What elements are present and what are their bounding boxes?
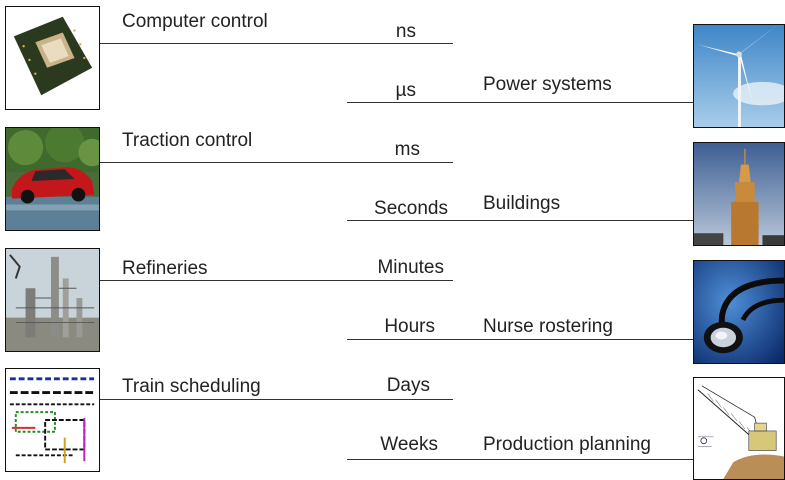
right-line-nurse-rostering [347,339,693,340]
wind-turbine-photo [693,24,785,128]
left-line-computer-control [100,43,453,44]
time-scale-seconds: Seconds [374,198,448,219]
left-line-traction-control [100,162,453,163]
time-scale-us: µs [395,80,416,101]
time-scale-weeks: Weeks [380,434,438,455]
right-label-nurse-rostering: Nurse rostering [483,316,613,337]
right-line-power-systems [347,102,693,103]
time-scale-ms: ms [394,139,420,160]
mining-machine-photo [693,377,785,480]
red-car-photo [5,127,100,231]
time-scale-minutes: Minutes [377,257,444,278]
left-label-traction-control: Traction control [122,130,253,151]
refinery-photo [5,248,100,352]
left-line-train-scheduling [100,399,453,400]
skyscraper-photo [693,142,785,246]
cpu-chip-photo [5,6,100,110]
right-label-buildings: Buildings [483,193,561,214]
left-label-refineries: Refineries [122,258,208,279]
left-label-train-scheduling: Train scheduling [122,376,261,397]
time-scale-days: Days [386,375,430,396]
right-line-production-planning [347,459,693,460]
right-label-power-systems: Power systems [483,74,612,95]
stethoscope-photo [693,260,785,364]
right-line-buildings [347,220,693,221]
left-label-computer-control: Computer control [122,11,268,32]
time-scale-ns: ns [395,21,416,42]
train-timetable-photo [5,368,100,472]
time-scale-hours: Hours [384,316,435,337]
left-line-refineries [100,280,453,281]
right-label-production-planning: Production planning [483,434,651,455]
